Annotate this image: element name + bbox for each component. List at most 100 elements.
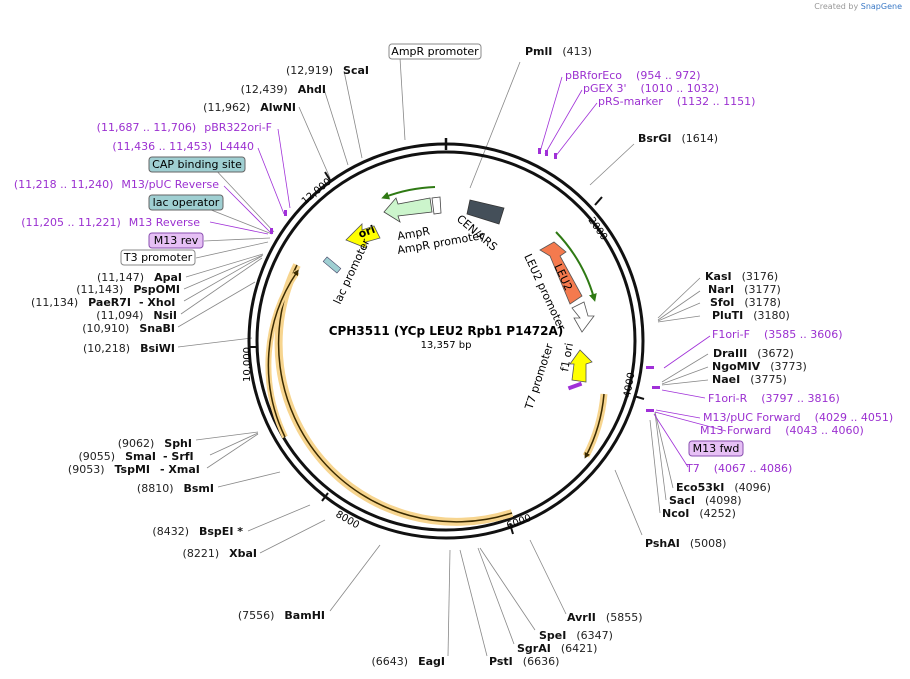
primer-connectors (209, 76, 727, 468)
enzyme-label: DraIII(3672) (713, 347, 794, 360)
enzyme-label: SfoI(3178) (710, 296, 781, 309)
box-lac-operator (148, 194, 224, 211)
enzyme-pos: (3672) (757, 347, 794, 360)
ori-feature (345, 223, 381, 249)
enzyme-label: (9055)SmaI (79, 450, 156, 463)
ampr-promoter-feature (431, 196, 442, 215)
orf-arc-inner (267, 269, 299, 438)
tick-label-4000: 4000 (622, 372, 637, 399)
enzyme-name: SnaBI (139, 322, 175, 335)
enzyme-label: (12,919)ScaI (286, 64, 369, 77)
enzyme-name: AlwNI (260, 101, 296, 114)
box-m13-fwd (688, 440, 744, 457)
enzyme-label: (7556) BamHI (238, 609, 325, 622)
primer-range: (4067 .. 4086) (714, 462, 793, 475)
primer-name: M13/pUC Forward (703, 411, 801, 424)
box-cap-binding-site (148, 156, 246, 173)
label-lac-operator: lac operator (153, 196, 220, 209)
enzyme-pos: (8221) (183, 547, 220, 560)
enzyme-pos: (7556) (238, 609, 275, 622)
enzyme-name: SgrAI (517, 642, 551, 655)
enzyme-label: PmlI(413) (525, 45, 592, 58)
primer-name: M13/pUC Reverse (121, 178, 219, 191)
enzyme-label: BsrGI(1614) (638, 132, 718, 145)
enzyme-name: NcoI (662, 507, 689, 520)
enzyme-pos: (6643) (372, 655, 409, 668)
tick-marks (248, 171, 645, 535)
enzyme-label: NaeI(3775) (712, 373, 787, 386)
enzyme-label: (9062)SphI (118, 437, 192, 450)
enzyme-name: PspOMI (133, 283, 180, 296)
enzyme-pos: (3177) (744, 283, 781, 296)
primer-label: (11,218 .. 11,240) M13/pUC Reverse (14, 178, 219, 191)
box-ampr-promoter (388, 43, 482, 60)
enzyme-pos: (10,910) (82, 322, 129, 335)
backbone-inner (255, 150, 637, 532)
t7-promoter-feature (567, 381, 583, 391)
enzyme-pos: (3176) (742, 270, 779, 283)
primer-label: T7(4067 .. 4086) (685, 462, 792, 475)
enzyme-pos: (3180) (753, 309, 790, 322)
enzyme-label: (12,439)AhdI (241, 83, 326, 96)
primer-name: pBR322ori-F (204, 121, 272, 134)
lac-promoter-feature (322, 256, 342, 274)
enzyme-label: AvrII(5855) (567, 611, 642, 624)
primer-range: (1010 .. 1032) (641, 82, 720, 95)
primer-name: M13 Reverse (129, 216, 200, 229)
enzyme-name: EagI (418, 655, 445, 668)
enzyme-name: PluTI (712, 309, 743, 322)
label-t3-promoter: T3 promoter (123, 251, 193, 264)
primer-range: (3585 .. 3606) (764, 328, 843, 341)
enzyme-name: BspEI * (199, 525, 243, 538)
enzyme-name: NgoMIV (712, 360, 761, 373)
enzyme-pos: (9053) (68, 463, 105, 476)
enzyme-label: (9053)TspMI (68, 463, 150, 476)
enzyme-label: SgrAI(6421) (517, 642, 597, 655)
f1-ori-feature (569, 349, 593, 383)
enzyme-label: SpeI(6347) (539, 629, 613, 642)
primer-label: M13 Forward(4043 .. 4060) (700, 424, 864, 437)
credit-brand: SnapGene (860, 2, 902, 11)
enzyme-pos: (4252) (699, 507, 736, 520)
cen-ars-feature (466, 199, 505, 225)
primer-label: M13/pUC Forward(4029 .. 4051) (703, 411, 893, 424)
enzyme-pos: (11,134) (31, 296, 78, 309)
enzyme-name: BamHI (284, 609, 325, 622)
enzyme-pos: (8810) (137, 482, 174, 495)
enzyme-name: SmaI (125, 450, 156, 463)
primer-markers (270, 148, 660, 412)
label-connectors (177, 57, 709, 657)
primer-range: (11,218 .. 11,240) (14, 178, 114, 191)
primer-label: (11,205 .. 11,221)M13 Reverse (21, 216, 200, 229)
label-ampr: AmpR (396, 224, 431, 243)
enzyme-name: XbaI (229, 547, 257, 560)
enzyme-name: SphI (164, 437, 192, 450)
enzyme-pos: (4096) (734, 481, 771, 494)
enzyme-label: NgoMIV(3773) (712, 360, 807, 373)
enzyme-name: NsiI (153, 309, 177, 322)
primer-name: pRS-marker (598, 95, 663, 108)
enzyme-pos: (5008) (690, 537, 727, 550)
enzyme-name: NarI (708, 283, 734, 296)
enzyme-label: (10,218)BsiWI (83, 342, 175, 355)
primer-range: (11,436 .. 11,453) (112, 140, 212, 153)
leu2-orf-arrow (555, 231, 597, 302)
primer-name: pBRforEco (565, 69, 622, 82)
primer-name: pGEX 3' (583, 82, 627, 95)
enzyme-iso-xmai: - XmaI (160, 463, 200, 476)
ampr-orf-arrow (381, 186, 436, 200)
enzyme-label: PshAI (5008) (645, 537, 726, 550)
enzyme-name: PaeR7I (88, 296, 131, 309)
enzyme-pos: (10,218) (83, 342, 130, 355)
primer-label: pGEX 3' (1010 .. 1032) (583, 82, 719, 95)
enzyme-pos: (1614) (681, 132, 718, 145)
enzyme-pos: (413) (562, 45, 592, 58)
enzyme-name: KasI (705, 270, 732, 283)
enzyme-name: SacI (669, 494, 695, 507)
primer-label: F1ori-F(3585 .. 3606) (712, 328, 843, 341)
primer-label: pBRforEco (954 .. 972) (565, 69, 701, 82)
enzyme-label: Eco53kI(4096) (676, 481, 771, 494)
primer-range: (954 .. 972) (636, 69, 701, 82)
enzyme-label: (11,962)AlwNI (203, 101, 296, 114)
enzyme-name: PshAI (645, 537, 680, 550)
